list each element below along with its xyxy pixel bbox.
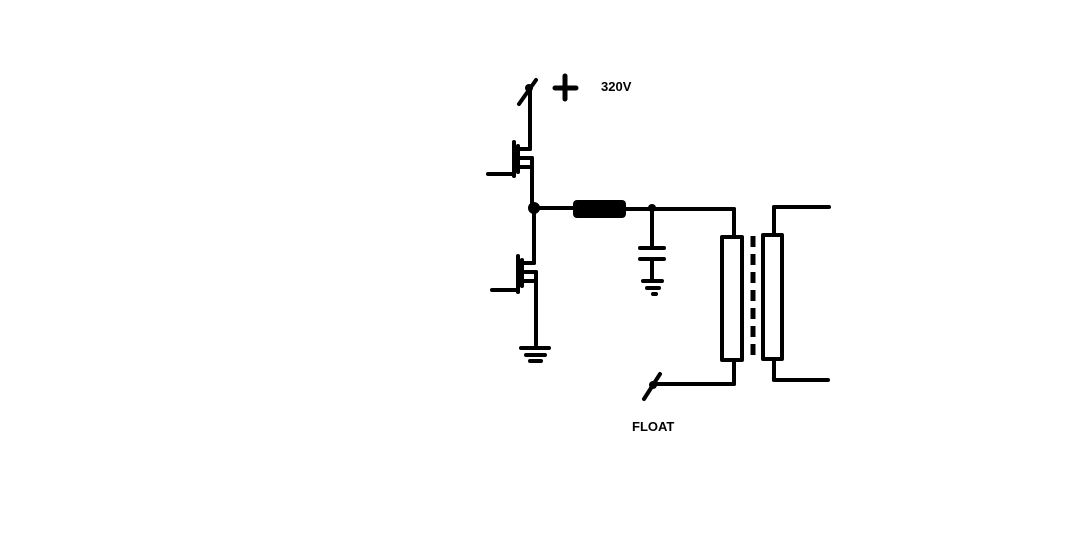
float-label: FLOAT <box>632 419 674 434</box>
ground-symbol <box>519 346 551 363</box>
capacitor-ground-symbol <box>641 279 664 296</box>
capacitor <box>638 206 666 282</box>
inductor <box>573 200 626 218</box>
transformer-secondary-winding <box>761 205 831 382</box>
plus-sign <box>552 73 579 102</box>
supply-voltage-label: 320V <box>601 79 632 94</box>
supply-terminal <box>517 78 538 106</box>
transformer-primary-winding <box>720 207 744 386</box>
low-side-mosfet <box>490 206 538 350</box>
high-side-mosfet <box>486 86 534 210</box>
float-terminal <box>642 372 736 401</box>
